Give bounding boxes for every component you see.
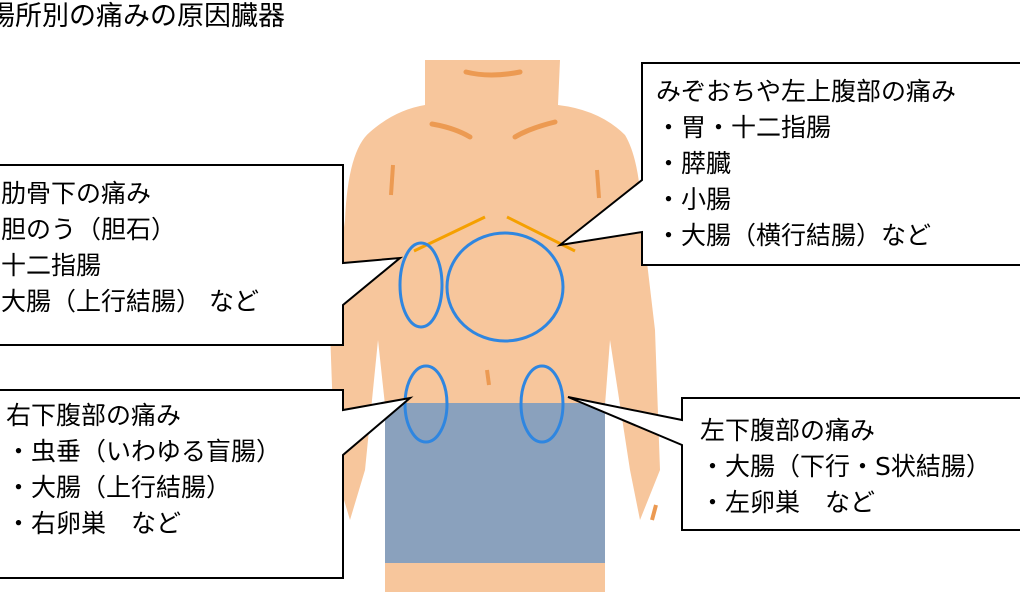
callout-left-lower-text: 左下腹部の痛み ・大腸（下行・S状結腸） ・左卵巣 など <box>700 413 991 521</box>
left-lower-circle <box>519 364 565 444</box>
callout-epigastric <box>556 62 1020 266</box>
organ-item: ・大腸（横行結腸）など <box>656 221 932 250</box>
callout-boxes <box>0 62 1020 579</box>
pain-region-circles <box>398 231 565 444</box>
callout-right-lower <box>0 389 414 579</box>
organ-item: ・小腸 <box>656 185 732 214</box>
callout-heading: 右肋骨下の痛み <box>0 179 152 208</box>
body-figure <box>330 60 660 592</box>
right-lower-circle <box>403 364 449 444</box>
callout-right-lower-text: 右下腹部の痛み ・虫垂（いわゆる盲腸） ・大腸（上行結腸） ・右卵巣 など <box>6 398 281 542</box>
right-upper-circle <box>398 241 444 329</box>
callout-heading: 左下腹部の痛み <box>700 416 876 445</box>
epigastric-circle <box>445 231 565 343</box>
callout-right-upper <box>0 164 404 346</box>
organ-item: ・右卵巣 など <box>6 509 182 538</box>
callout-right-upper-text: 右肋骨下の痛み ・胆のう（胆石） ・十二指腸 ・大腸（上行結腸） など <box>0 176 259 320</box>
organ-item: ・大腸（下行・S状結腸） <box>700 452 991 481</box>
callout-heading: みぞおちや左上腹部の痛み <box>656 77 957 106</box>
organ-item: ・大腸（上行結腸） <box>6 473 232 502</box>
callout-epigastric-text: みぞおちや左上腹部の痛み ・胃・十二指腸 ・膵臓 ・小腸 ・大腸（横行結腸）など <box>656 74 956 254</box>
organ-item: ・十二指腸 <box>0 251 102 280</box>
organ-item: ・胃・十二指腸 <box>656 113 832 142</box>
callout-left-lower <box>567 396 1020 531</box>
page-title: 場所別の痛みの原因臓器 <box>0 1 285 32</box>
organ-item: ・膵臓 <box>656 149 732 178</box>
organ-item: ・左卵巣 など <box>700 488 876 517</box>
organ-item: ・胆のう（胆石） <box>0 215 177 244</box>
callout-heading: 右下腹部の痛み <box>6 401 182 430</box>
organ-item: ・虫垂（いわゆる盲腸） <box>6 437 282 466</box>
organ-item: ・大腸（上行結腸） など <box>0 287 259 316</box>
